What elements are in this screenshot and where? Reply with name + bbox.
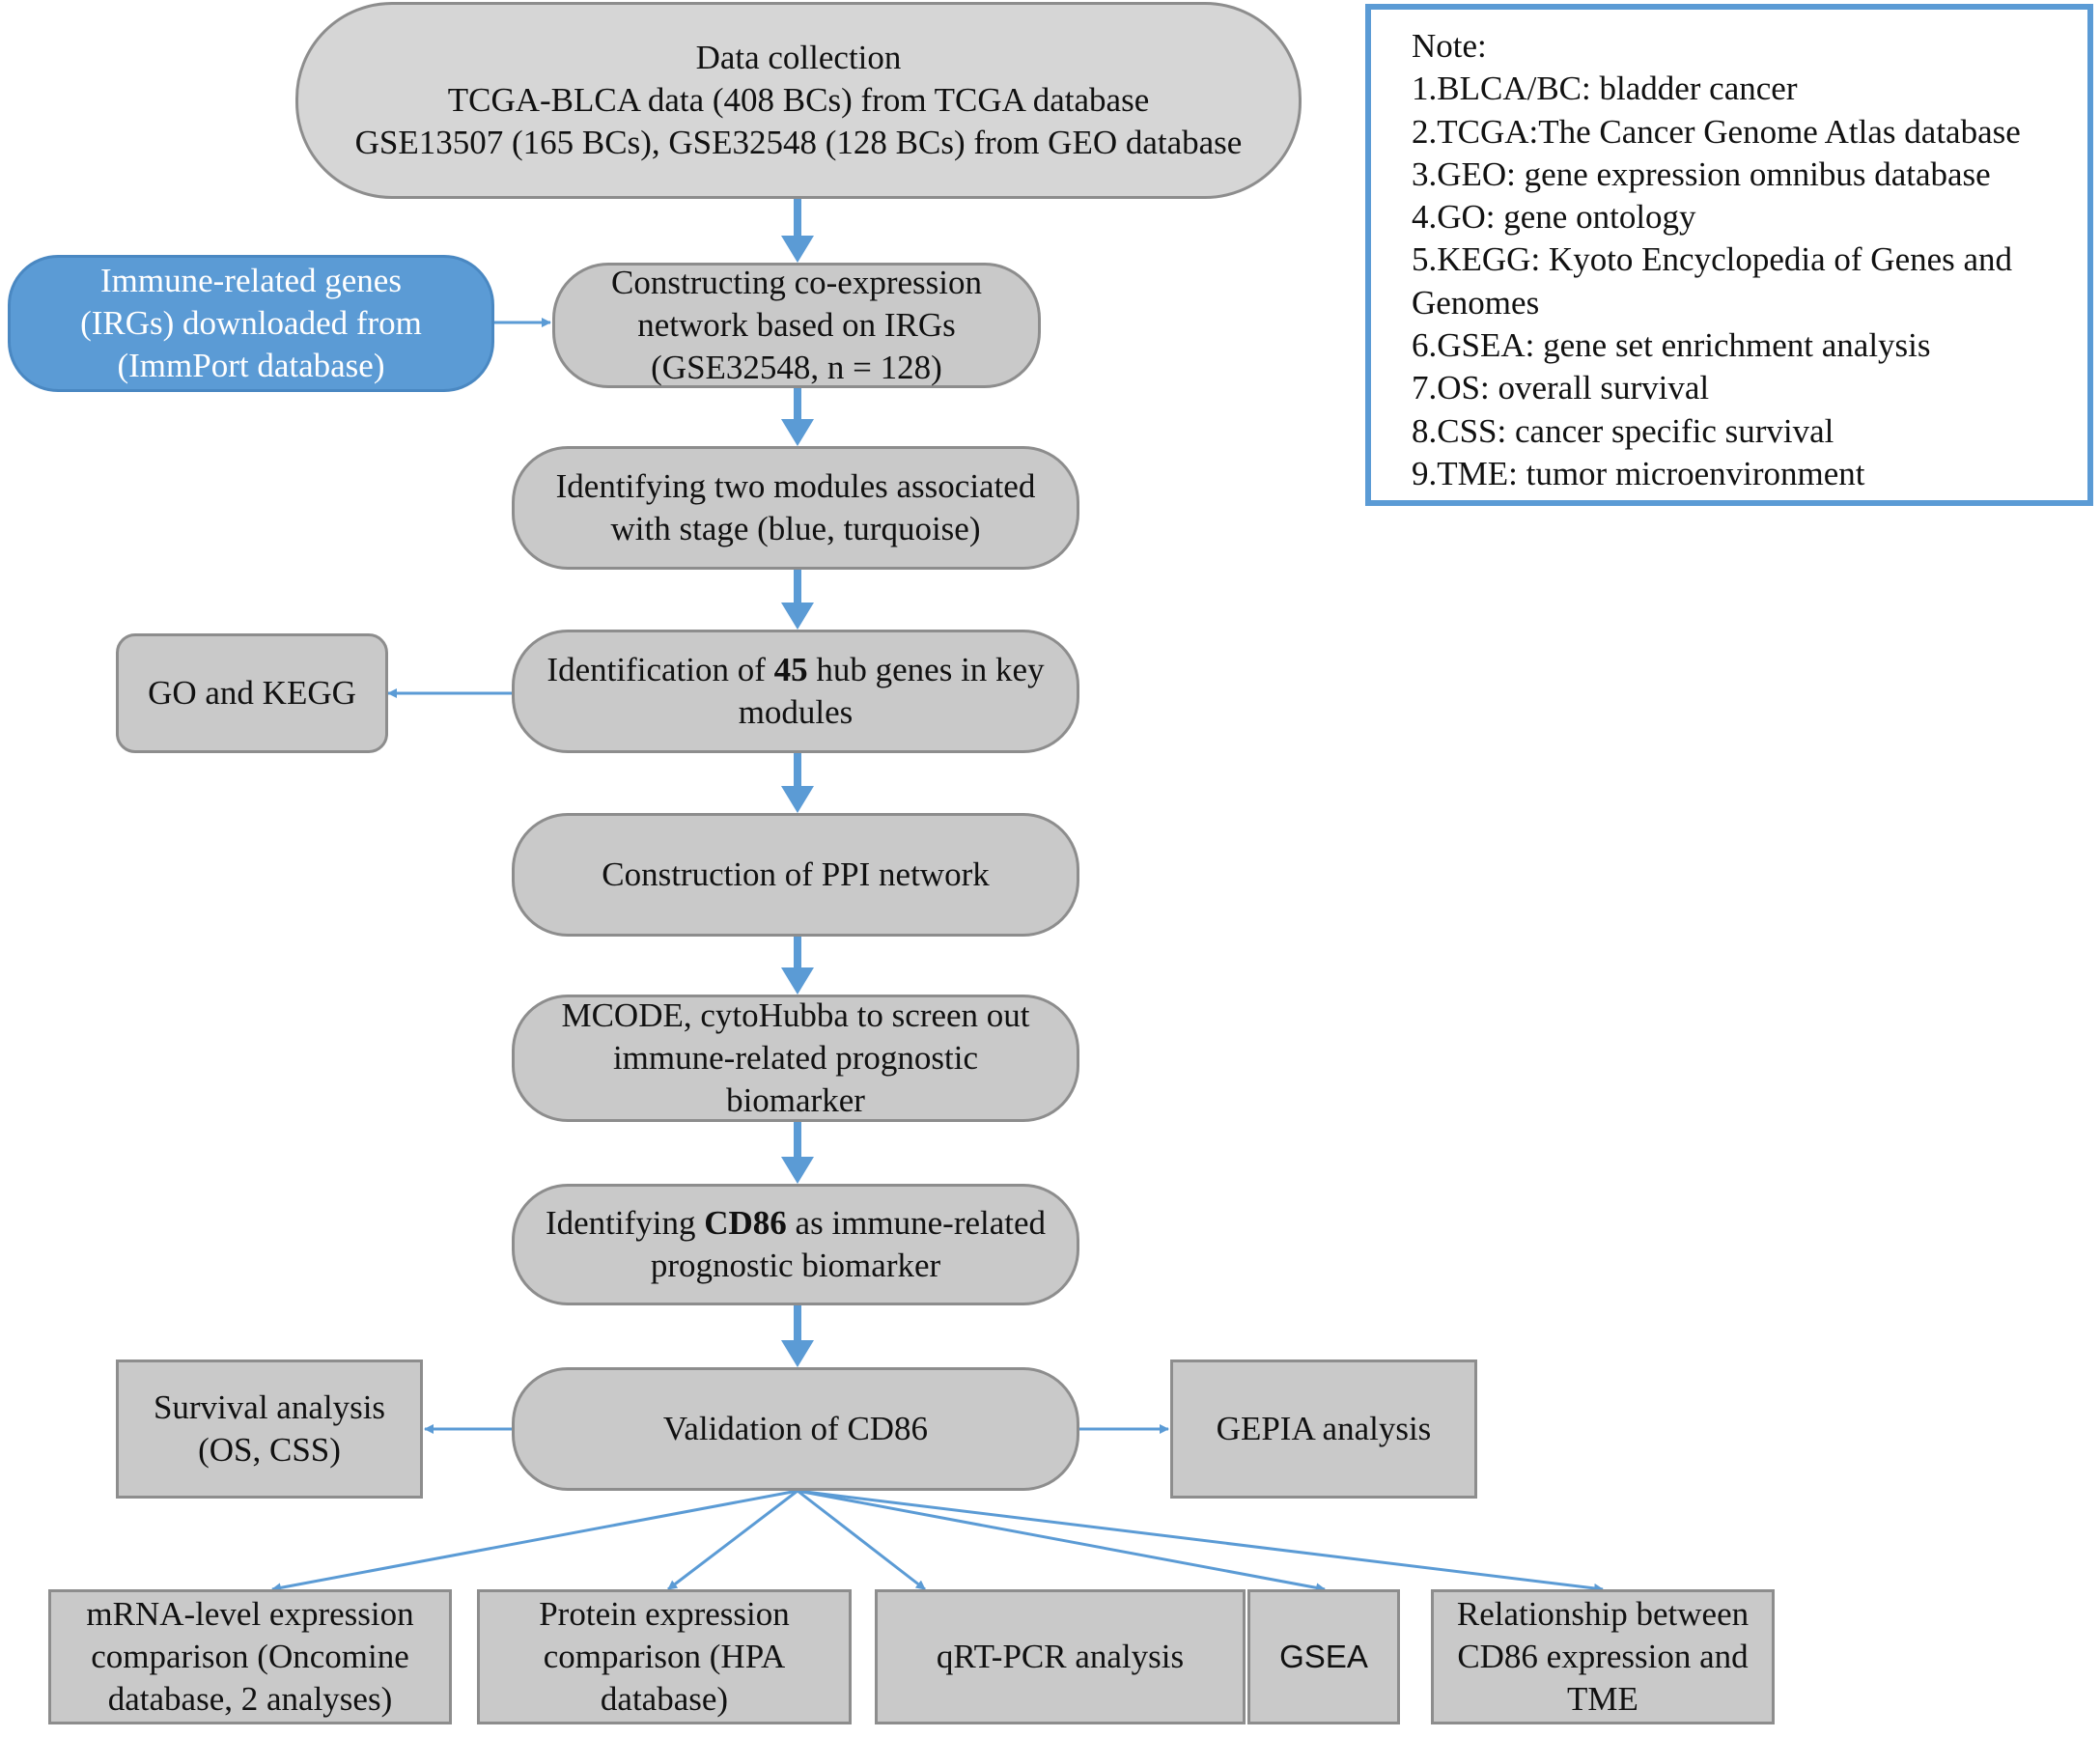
node-modules-line-2: with stage (blue, turquoise) [610,510,981,547]
arrow-collection-to-coexpression [781,197,814,263]
node-gepia: GEPIA analysis [1170,1360,1477,1499]
node-coexpression-line-2: network based on IRGs [637,306,956,344]
note-item: 7.OS: overall survival [1412,369,1710,407]
node-gsea-label: GSEA [1279,1639,1368,1674]
node-tme: Relationship between CD86 expression and… [1431,1589,1775,1724]
node-irgs-source-line-3: (ImmPort database) [117,347,385,384]
node-coexpression-line-3: (GSE32548, n = 128) [651,349,942,386]
note-title: Note: [1412,27,1487,65]
arrow-mcode-to-cd86 [781,1120,814,1184]
arrow-validation-to-tme [797,1489,1604,1593]
node-coexpression: Constructing co-expression network based… [552,263,1041,388]
node-hub-genes-count: 45 [773,651,808,688]
node-irgs-source-line-2: (IRGs) downloaded from [80,304,422,342]
note-item: Genomes [1412,283,1540,322]
node-go-kegg: GO and KEGG [116,633,388,753]
main-flow-arrows [781,197,814,1367]
arrow-modules-to-hubgenes [781,568,814,630]
note-item: 4.GO: gene ontology [1412,198,1696,237]
node-modules: Identifying two modules associated with … [512,446,1079,570]
arrow-validation-to-protein [667,1489,798,1591]
node-protein-line-1: Protein expression [539,1595,790,1633]
node-irgs-source-line-1: Immune-related genes [100,262,402,299]
node-hub-genes-line-1: Identification of 45 hub genes in key [546,649,1044,691]
node-hub-genes: Identification of 45 hub genes in key mo… [512,630,1079,753]
arrow-validation-to-gsea [797,1489,1326,1593]
node-mrna: mRNA-level expression comparison (Oncomi… [48,1589,452,1724]
node-qrtpcr: qRT-PCR analysis [875,1589,1246,1724]
node-mcode-line-3: biomarker [726,1081,865,1119]
node-mcode-line-2: immune-related prognostic [612,1039,979,1077]
node-mrna-line-3: database, 2 analyses) [107,1680,393,1718]
node-cd86-line-1: Identifying CD86 as immune-related [546,1202,1046,1245]
node-protein: Protein expression comparison (HPA datab… [477,1589,852,1724]
node-validation-label: Validation of CD86 [662,1410,929,1447]
note-item: 6.GSEA: gene set enrichment analysis [1412,326,1931,365]
node-irgs-source: Immune-related genes (IRGs) downloaded f… [8,255,494,392]
arrow-coexpression-to-modules [781,386,814,446]
node-mcode-line-1: MCODE, cytoHubba to screen out [561,996,1030,1034]
node-validation: Validation of CD86 [512,1367,1079,1491]
arrow-hubgenes-to-ppi [781,751,814,813]
note-item: 5.KEGG: Kyoto Encyclopedia of Genes and [1412,240,2013,279]
node-gsea: GSEA [1247,1589,1400,1724]
node-gepia-label: GEPIA analysis [1216,1410,1432,1447]
node-hub-genes-post: hub genes in key [807,651,1045,688]
node-protein-line-3: database) [600,1680,729,1718]
arrow-ppi-to-mcode [781,935,814,995]
node-cd86-line-2: prognostic biomarker [650,1247,941,1284]
node-tme-line-3: TME [1567,1680,1638,1718]
node-mcode: MCODE, cytoHubba to screen out immune-re… [512,995,1079,1122]
node-cd86: Identifying CD86 as immune-related progn… [512,1184,1079,1305]
note-item: 1.BLCA/BC: bladder cancer [1412,70,1798,108]
node-mrna-line-1: mRNA-level expression [86,1595,414,1633]
note-item: 8.CSS: cancer specific survival [1412,411,1834,450]
node-ppi-label: Construction of PPI network [602,855,990,893]
abbreviation-note: Note: 1.BLCA/BC: bladder cancer 2.TCGA:T… [1365,4,2093,506]
node-survival-line-2: (OS, CSS) [198,1431,341,1469]
node-hub-genes-line-2: modules [738,693,854,731]
node-data-collection-line-3: GSE13507 (165 BCs), GSE32548 (128 BCs) f… [354,124,1243,161]
node-tme-line-1: Relationship between [1456,1595,1750,1633]
node-tme-line-2: CD86 expression and [1457,1638,1749,1675]
note-item: 2.TCGA:The Cancer Genome Atlas database [1412,112,2021,151]
node-protein-line-2: comparison (HPA [543,1638,786,1675]
arrow-validation-to-qrtpcr [797,1489,926,1591]
node-mrna-line-2: comparison (Oncomine [91,1638,409,1675]
node-go-kegg-label: GO and KEGG [148,674,356,712]
node-data-collection: Data collection TCGA-BLCA data (408 BCs)… [295,2,1302,199]
node-survival: Survival analysis (OS, CSS) [116,1360,423,1499]
node-ppi: Construction of PPI network [512,813,1079,937]
node-data-collection-line-1: Data collection [695,39,902,76]
node-hub-genes-pre: Identification of [546,651,774,688]
note-item: 3.GEO: gene expression omnibus database [1412,154,1991,193]
note-item: 9.TME: tumor microenvironment [1412,454,1865,492]
node-data-collection-line-2: TCGA-BLCA data (408 BCs) from TCGA datab… [447,81,1150,119]
arrow-cd86-to-validation [781,1304,814,1367]
node-cd86-gene: CD86 [704,1204,787,1242]
node-cd86-pre: Identifying [545,1204,705,1242]
node-modules-line-1: Identifying two modules associated [555,467,1036,505]
arrow-validation-to-mrna [271,1489,798,1593]
node-coexpression-line-1: Constructing co-expression [611,264,982,301]
node-cd86-post: as immune-related [786,1204,1047,1242]
node-survival-line-1: Survival analysis [153,1388,386,1426]
node-qrtpcr-label: qRT-PCR analysis [936,1638,1185,1675]
side-arrows [271,318,1604,1593]
